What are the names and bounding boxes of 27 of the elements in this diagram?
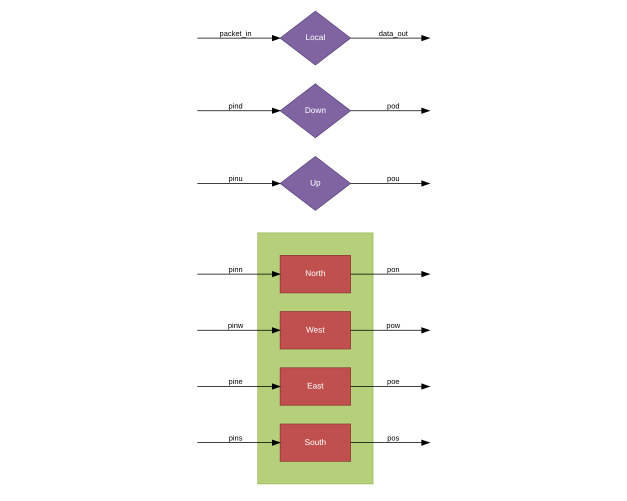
node-diamond: Down xyxy=(280,83,352,138)
edge-label: data_out xyxy=(378,28,408,38)
node-box: South xyxy=(280,424,351,462)
cluster xyxy=(257,232,374,484)
edge-label: pinn xyxy=(228,264,243,274)
edge-label: pins xyxy=(228,433,242,442)
node-box: North xyxy=(280,255,351,294)
edge-label: pinw xyxy=(228,321,244,330)
edge-label: pine xyxy=(228,377,243,386)
edge-label: pinu xyxy=(228,174,243,184)
arrow xyxy=(197,383,281,390)
node-diamond: Up xyxy=(280,156,352,211)
arrow xyxy=(350,383,430,390)
arrow xyxy=(197,270,281,278)
arrow xyxy=(197,180,281,187)
edge-label: poe xyxy=(387,377,400,386)
edge-label: pind xyxy=(228,102,243,111)
node-diamond: Local xyxy=(280,10,352,66)
node-box: East xyxy=(280,367,351,406)
edge-label: packet_in xyxy=(220,28,252,38)
edge-label: pou xyxy=(387,174,400,184)
edge-label: pow xyxy=(386,321,400,330)
node-box: West xyxy=(280,311,351,350)
edge-label: pos xyxy=(387,433,400,442)
arrow xyxy=(197,34,281,42)
edge-label: pon xyxy=(387,264,400,274)
edge-label: pod xyxy=(387,102,400,111)
